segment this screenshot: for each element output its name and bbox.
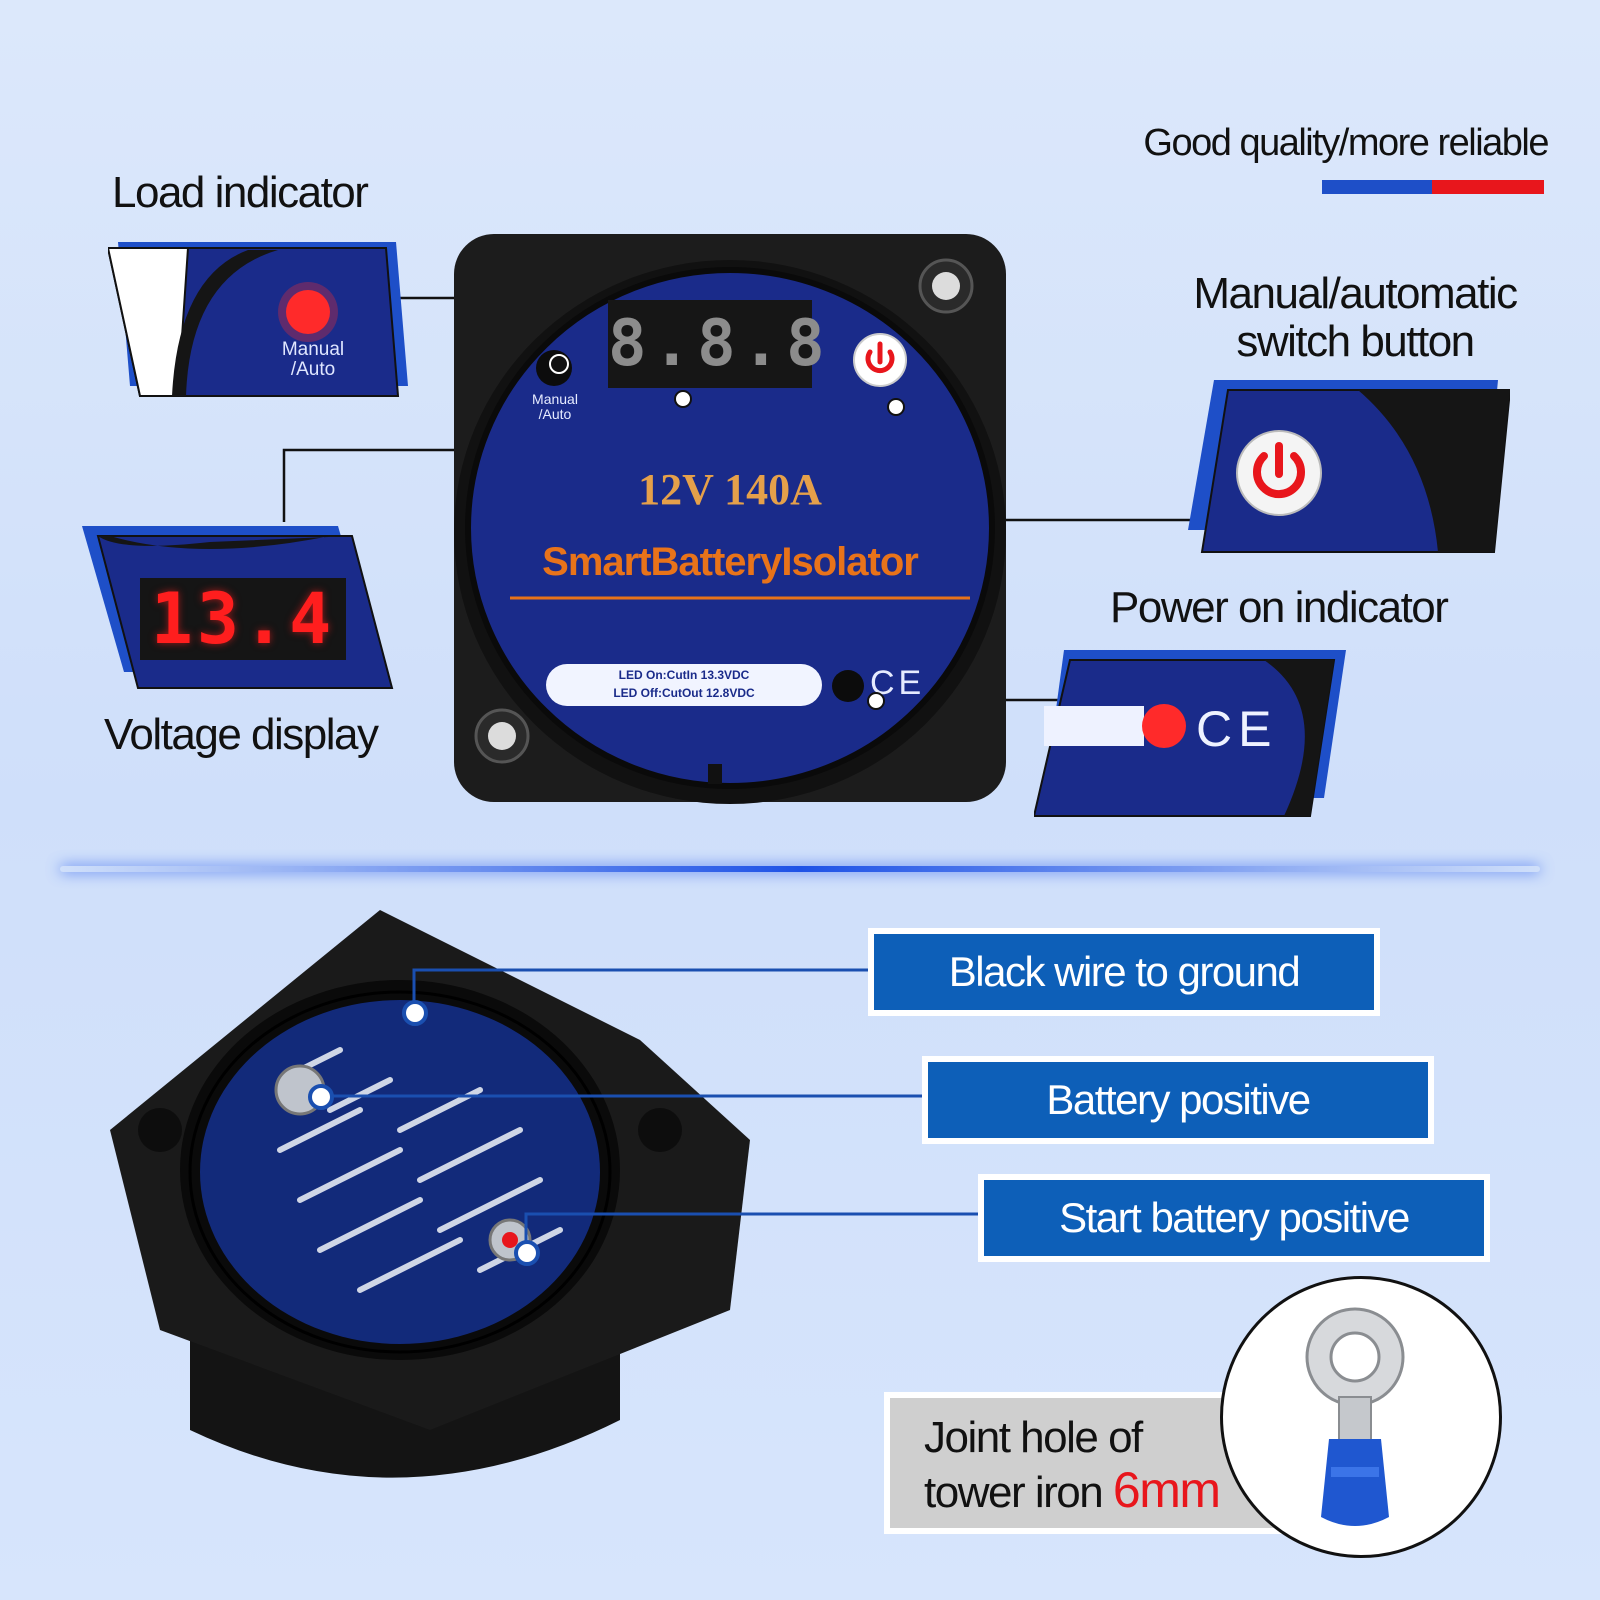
joint-size: 6mm (1112, 1462, 1221, 1518)
joint-line2-wrap: tower iron 6mm (924, 1462, 1221, 1519)
start-battery-dot (514, 1240, 540, 1266)
ring-terminal-icon (1305, 1307, 1405, 1526)
isolator-device-rear (100, 910, 760, 1510)
power-indicator-zoom: CE (1032, 648, 1346, 818)
device-led-info: LED On:CutIn 13.3VDC LED Off:CutOut 12.8… (546, 666, 822, 702)
isolator-device-front: 8.8.8 Manual /Auto 12V 140A SmartBattery… (450, 228, 1010, 818)
device-mode-label: Manual /Auto (510, 392, 600, 422)
device-housing (454, 234, 1006, 804)
device-mode-line2: /Auto (538, 406, 572, 422)
device-mode-line1: Manual (532, 391, 578, 407)
power-zoom-ce-mark: CE (1196, 701, 1278, 757)
label-start-battery-positive: Start battery positive (978, 1174, 1490, 1262)
device-brand: SmartBatteryIsolator (542, 540, 919, 584)
load-zoom-mode-line2: /Auto (290, 359, 336, 380)
load-zoom-mode-label: Manual /Auto (258, 340, 368, 380)
voltage-reading: 13.4 (150, 578, 336, 660)
ring-terminal-circle (1220, 1276, 1502, 1558)
section-divider (60, 866, 1540, 872)
power-icon (1234, 428, 1324, 518)
black-wire-dot (402, 1000, 428, 1026)
load-indicator-dot (549, 354, 569, 374)
load-indicator-zoom: Manual /Auto (106, 236, 408, 400)
load-zoom-mode-line1: Manual (281, 339, 345, 360)
display-dot (674, 390, 692, 408)
joint-hole-text: Joint hole of tower iron 6mm (924, 1412, 1221, 1519)
device-rating: 12V 140A (638, 465, 822, 514)
voltage-display-title: Voltage display (104, 710, 379, 759)
load-indicator-title: Load indicator (112, 168, 369, 217)
power-on-indicator-title: Power on indicator (1110, 583, 1449, 632)
switch-dot (887, 398, 905, 416)
device-led-on: LED On:CutIn 13.3VDC (618, 668, 750, 682)
switch-button-title-line2: switch button (1236, 317, 1475, 366)
bottom-connector-lines (320, 968, 978, 1252)
switch-button-title: Manual/automatic switch button (1160, 270, 1550, 366)
rear-housing (110, 910, 750, 1478)
tagline: Good quality/more reliable (1143, 122, 1549, 164)
power-indicator-dot (867, 692, 885, 710)
voltage-display-zoom-frame (82, 526, 394, 689)
switch-button-title-line1: Manual/automatic (1193, 269, 1518, 318)
device-led-off: LED Off:CutOut 12.8VDC (613, 686, 755, 700)
switch-button-zoom (1188, 380, 1512, 556)
joint-line2: tower iron (924, 1468, 1113, 1517)
device-display-digits: 8.8.8 (608, 307, 831, 381)
power-indicator-zoom-frame (1032, 650, 1346, 817)
battery-positive-dot (308, 1084, 334, 1110)
tagline-underline-blue (1322, 180, 1432, 194)
load-indicator-zoom-frame (106, 242, 408, 397)
label-black-wire-to-ground: Black wire to ground (868, 928, 1380, 1016)
voltage-display-zoom: 13.4 (80, 522, 395, 692)
tagline-underline-red (1432, 180, 1544, 194)
joint-line1: Joint hole of (924, 1413, 1143, 1462)
label-battery-positive: Battery positive (922, 1056, 1434, 1144)
